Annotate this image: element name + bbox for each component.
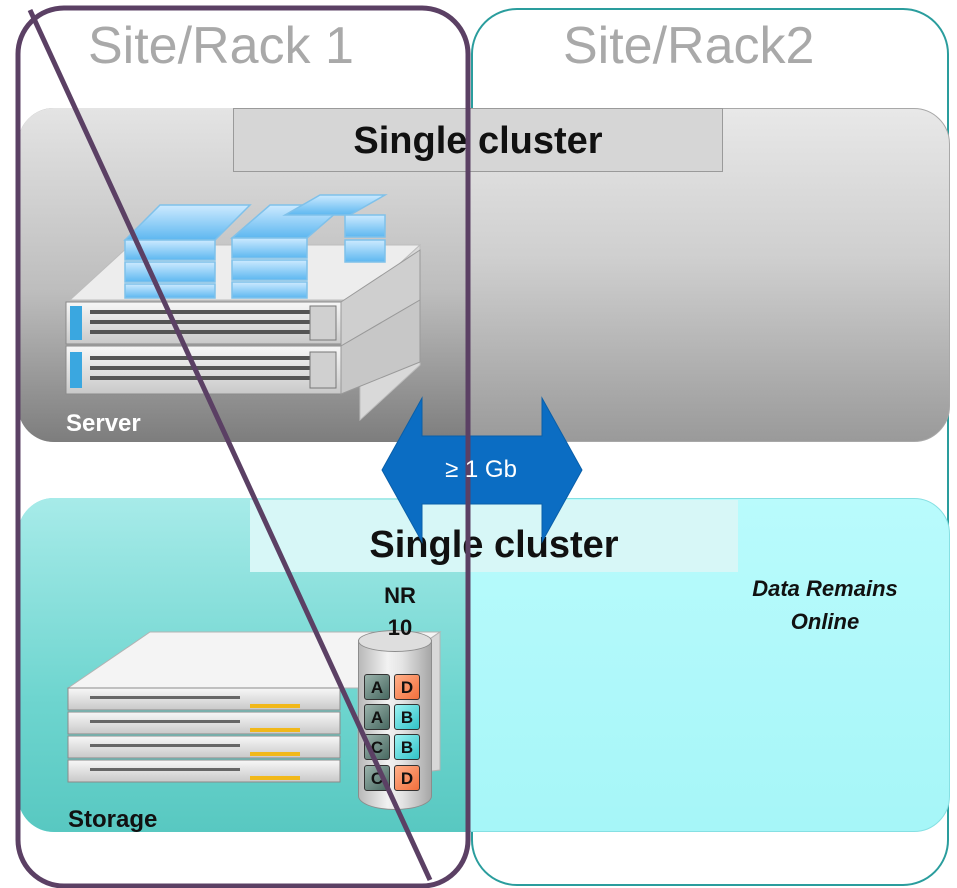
data-remains-online-text: Data Remains Online bbox=[690, 572, 957, 638]
server-cluster-label: Single cluster bbox=[233, 108, 723, 172]
nr-text: NR bbox=[384, 583, 416, 608]
nr-value: 10 bbox=[387, 615, 413, 640]
block-row4-right: D bbox=[394, 765, 420, 791]
status-line-2: Online bbox=[790, 609, 860, 634]
bidirectional-link-arrow bbox=[381, 396, 583, 544]
site-rack-2-title: Site/Rack2 bbox=[563, 17, 815, 75]
link-speed-label: ≥ 1 Gb bbox=[445, 456, 517, 483]
block-row1-left: A bbox=[364, 674, 390, 700]
status-line-1: Data Remains bbox=[752, 576, 898, 601]
block-row3-right: B bbox=[394, 734, 420, 760]
storage-caption: Storage bbox=[68, 806, 158, 833]
site-failure-slash bbox=[27, 8, 433, 882]
block-row1-right: D bbox=[394, 674, 420, 700]
server-caption: Server bbox=[66, 410, 141, 437]
nr10-storage-column-top bbox=[358, 630, 432, 652]
site-rack-1 bbox=[15, 5, 471, 888]
site-rack-1-title: Site/Rack 1 bbox=[88, 17, 354, 75]
storage-cluster-label: Single cluster bbox=[250, 500, 738, 572]
block-row2-right: B bbox=[394, 704, 420, 730]
block-row2-left: A bbox=[364, 704, 390, 730]
network-raid-label: NR 10 bbox=[365, 580, 435, 644]
